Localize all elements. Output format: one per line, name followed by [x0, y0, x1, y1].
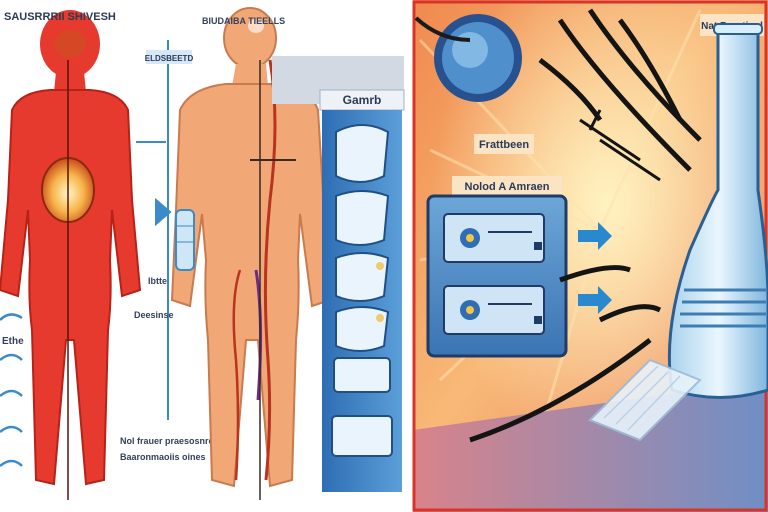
blue-tag-text: ELDSBEETD — [145, 54, 194, 63]
arrow-right-icon — [578, 222, 612, 314]
top-left-title: SAUSRRRII SHIVESH — [4, 11, 116, 23]
tweezers-icon — [579, 109, 661, 182]
top-mid-title: BIUDAIBA TIEELLS — [202, 16, 285, 26]
bottom-text-1: Nol frauer praesosnres — [120, 436, 219, 446]
side-label-1: Ibtte — [148, 276, 167, 286]
right-mid-label: Frattbeen — [474, 134, 534, 154]
right-box-label: Nolod A Amraen — [452, 176, 562, 196]
left-edge-label: Ethe — [2, 336, 24, 347]
cables — [538, 8, 702, 172]
cable-strokes — [469, 265, 662, 443]
wave-arrows — [0, 313, 23, 467]
anatomy-section: SAUSRRRII SHIVESH Ethe ELDSBEETD Ibtte D… — [0, 7, 405, 500]
sample-thumbnails — [331, 124, 393, 457]
glass-tray — [588, 358, 702, 442]
analyzer-device — [426, 194, 568, 358]
sample-panel: Gamrb — [272, 56, 405, 492]
right-box-label-text: Nolod A Amraen — [465, 181, 550, 193]
panel-header: Gamrb — [343, 93, 382, 107]
right-mid-label-text: Frattbeen — [479, 139, 529, 151]
artery-line — [263, 59, 277, 481]
bench-floor — [413, 380, 768, 512]
lab-scene: Nat Brestienl Frattbeen Nolod A Amraen — [412, 0, 768, 512]
lens-icon — [414, 14, 522, 102]
blue-tag: ELDSBEETD — [145, 50, 194, 64]
bottom-text-2: Baaronmaoiis oines — [120, 452, 206, 462]
spine-icon — [175, 209, 195, 271]
vein-line — [232, 269, 242, 481]
red-body-figure — [0, 10, 142, 500]
skin-body-figure — [170, 7, 332, 500]
side-label-2: Deesinse — [134, 310, 174, 320]
connector-lines — [136, 40, 172, 420]
